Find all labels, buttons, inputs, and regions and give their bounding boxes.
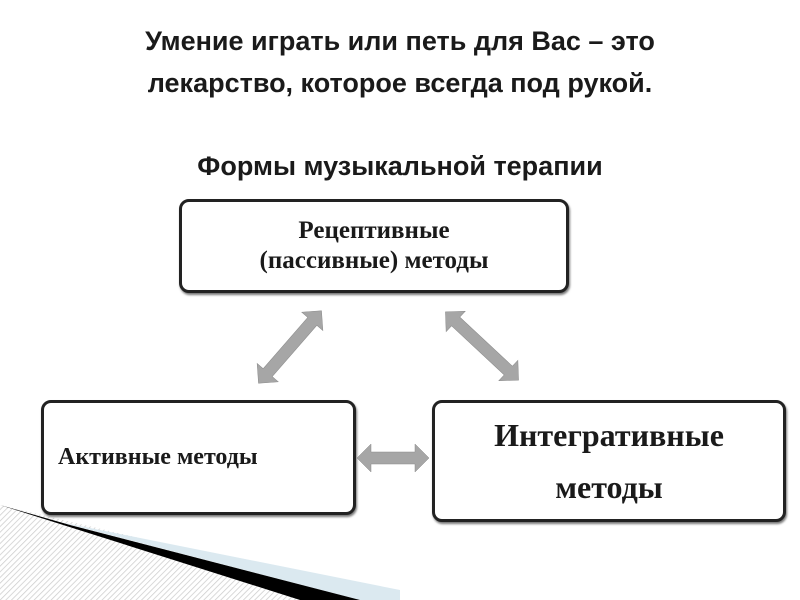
integrative-line-2: методы (555, 469, 663, 505)
receptive-methods-box: Рецептивные (пассивные) методы (179, 199, 569, 293)
receptive-line-1: Рецептивные (298, 217, 450, 244)
receptive-line-2: (пассивные) методы (259, 247, 489, 274)
heading-line-1: Умение играть или петь для Вас – это (145, 26, 655, 56)
integrative-line-1: Интегративные (494, 417, 724, 453)
active-methods-box: Активные методы (41, 400, 356, 515)
subtitle: Формы музыкальной терапии (197, 151, 603, 181)
blue-wedge (60, 522, 400, 600)
heading-line-2: лекарство, которое всегда под рукой. (147, 68, 653, 98)
active-label: Активные методы (58, 444, 258, 470)
integrative-methods-box: Интегративные методы (432, 400, 786, 522)
